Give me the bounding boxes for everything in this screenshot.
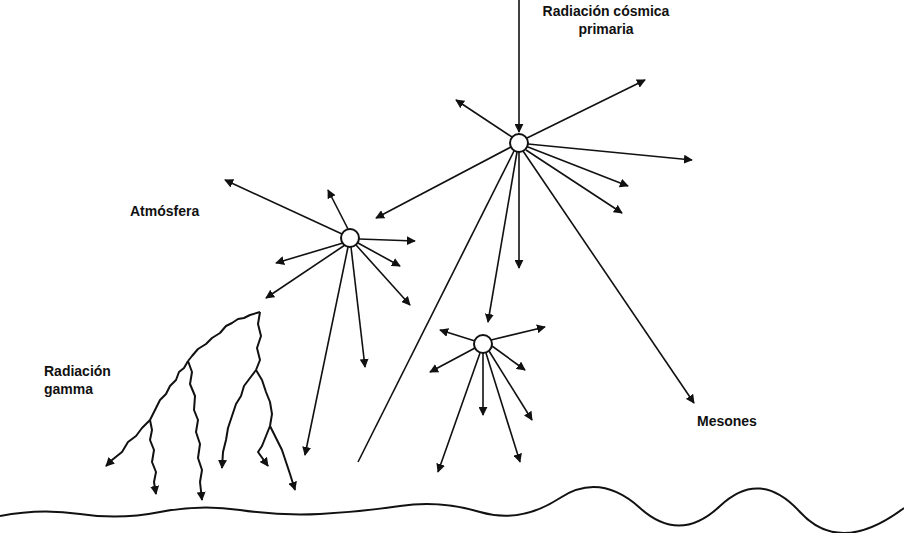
- particle-tracks: [358, 151, 514, 462]
- gamma-cascade: [222, 370, 256, 468]
- particle-tracks: [440, 330, 475, 341]
- particle-tracks: [518, 152, 520, 268]
- interaction-point: [341, 229, 359, 247]
- particle-tracks: [305, 247, 348, 455]
- particle-tracks: [528, 144, 692, 160]
- particle-tracks: [456, 100, 512, 137]
- gamma-label: Radiación gamma: [44, 362, 132, 398]
- interaction-point: [510, 134, 528, 152]
- gamma-cascade: [256, 370, 272, 466]
- particle-tracks: [359, 239, 415, 241]
- gamma-cascade: [188, 361, 202, 500]
- particle-tracks: [430, 348, 475, 372]
- particle-tracks: [526, 150, 622, 213]
- primary-radiation-label: Radiación cósmica primaria: [526, 2, 686, 38]
- ground-line: [0, 487, 904, 533]
- particle-tracks: [376, 147, 511, 218]
- interaction-point: [341, 134, 528, 353]
- atmosphere-label: Atmósfera: [130, 202, 240, 220]
- particle-tracks: [523, 151, 694, 403]
- particle-tracks: [492, 346, 525, 370]
- particle-tracks: [225, 180, 342, 234]
- gamma-cascade: [106, 361, 188, 466]
- ground-line: [0, 487, 904, 533]
- particle-tracks: [438, 353, 480, 472]
- particle-tracks: [488, 152, 517, 322]
- particle-tracks: [527, 80, 645, 138]
- particle-tracks: [489, 351, 532, 420]
- particle-tracks: [482, 353, 484, 415]
- particle-tracks: [328, 190, 348, 229]
- gamma-cascade: [270, 426, 295, 490]
- particle-tracks: [351, 247, 365, 367]
- interaction-point: [474, 335, 492, 353]
- particle-tracks: [491, 327, 545, 340]
- particle-tracks: [486, 353, 520, 462]
- particle-tracks: [518, 0, 520, 132]
- particle-tracks: [225, 0, 694, 472]
- particle-tracks: [356, 245, 410, 305]
- gamma-cascade: [106, 312, 295, 500]
- gamma-cascade: [188, 312, 260, 361]
- gamma-cascade: [256, 312, 261, 370]
- meson-label: Mesones: [697, 412, 817, 430]
- gamma-cascade: [150, 420, 156, 494]
- particle-tracks: [266, 245, 345, 298]
